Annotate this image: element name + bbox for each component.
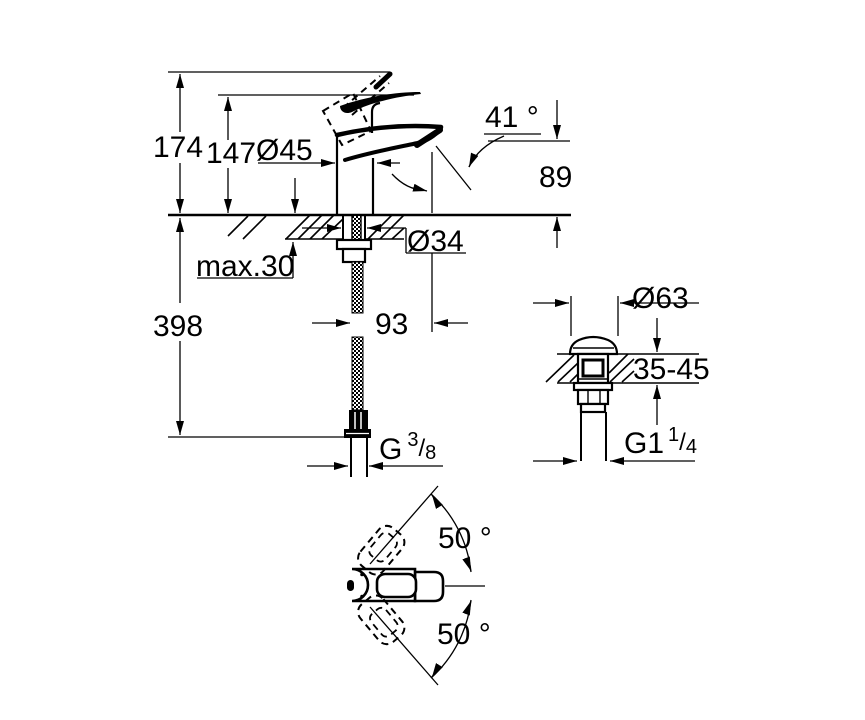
drain-reference-lines [533,296,699,465]
dim-label-d63: Ø63 [632,282,689,315]
side-view: 174 147 Ø45 41 ° 89 max.30 Ø34 398 93 G3… [153,71,572,477]
drain-body [568,335,619,461]
mounting-nut [341,247,367,264]
top-view-lever [375,572,418,599]
top-view-logo-mark [347,580,354,591]
dim-label-50deg-lower: 50 ° [437,618,491,651]
drain-deck [545,353,699,384]
mounting-washer [335,238,373,251]
drain-cap [568,335,619,356]
drain-nut [576,388,610,406]
spout-top-edge [334,123,444,138]
lever-raised-edge-2 [351,82,390,116]
stream-angle-line [435,145,472,191]
dim-label-d45: Ø45 [256,134,313,167]
dimension-lines [176,74,561,470]
supply-hose [344,261,371,477]
dim-label-147: 147 [206,137,256,170]
drain-window [581,358,605,378]
dim-label-50deg-upper: 50 ° [438,522,492,555]
mounting-shank [335,215,373,264]
drain-thread-slash: / [679,429,686,456]
lever-raised-tip [373,71,393,90]
cartridge-neck [370,101,381,133]
thread-g: G [379,433,402,466]
drain-thread-g: G1 [624,427,664,460]
lever-raised-edge-1 [342,75,381,109]
thread-den: 8 [425,442,436,464]
thread-num: 3 [407,429,418,451]
dim-label-174: 174 [153,131,203,164]
aerator [414,127,443,148]
faucet-body [321,71,444,215]
dim-label-3545: 35-45 [633,353,710,386]
hose-end-fitting [349,410,368,431]
dim-label-max30: max.30 [196,250,294,283]
top-view: 50 ° 50 ° [347,485,492,686]
drain-thread-num: 1 [668,424,679,446]
thread-slash: / [418,435,425,462]
drain-thread-den: 4 [686,436,697,458]
dim-label-93: 93 [375,308,408,341]
top-view-dot-lower [360,594,364,599]
top-view-spout-block [413,570,445,603]
dim-label-89: 89 [539,161,572,194]
dim-label-d34: Ø34 [407,225,464,258]
deck-hatching [227,214,405,240]
swivel-angle-lines [369,485,485,686]
dim-label-398: 398 [153,310,203,343]
lever-swivel-upper-outline [357,524,406,576]
dim-label-41deg: 41 ° [485,101,539,134]
lever-raised-outline [321,91,373,147]
top-view-dot-upper [360,572,364,577]
